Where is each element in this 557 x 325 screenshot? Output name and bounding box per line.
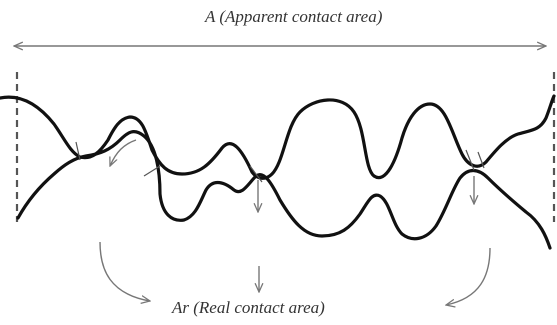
real-area-arrow-left — [99, 241, 150, 301]
contact-arrow-left — [110, 139, 137, 166]
apparent-contact-area-label: A (Apparent contact area) — [205, 7, 383, 26]
real-area-arrow-right — [446, 247, 491, 305]
contact-tick-marks — [75, 141, 485, 183]
real-contact-area-label: Ar (Real contact area) — [172, 298, 325, 317]
upper-surface-profile — [0, 94, 556, 180]
lower-surface-profile — [16, 130, 552, 250]
